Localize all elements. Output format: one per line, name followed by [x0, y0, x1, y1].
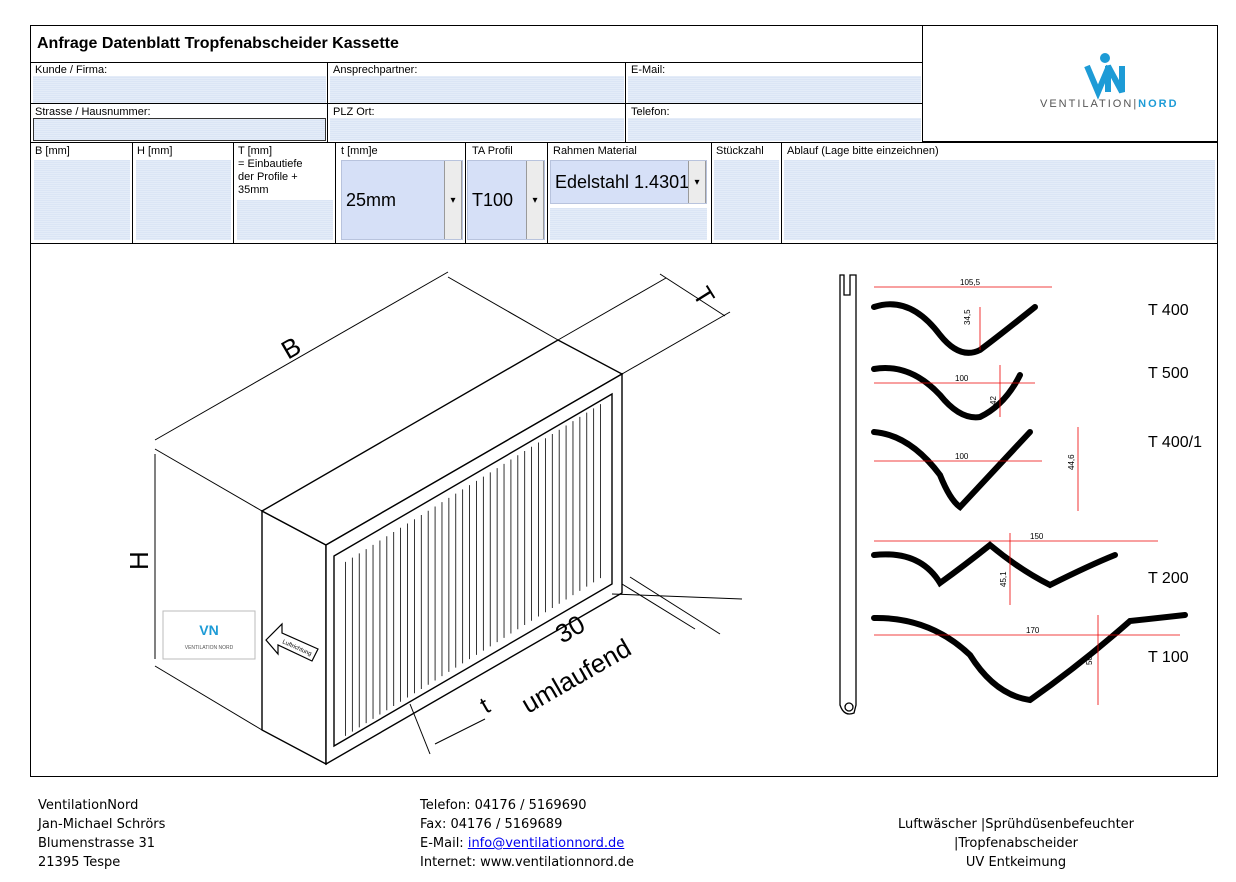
profile-name: T 100: [1148, 649, 1189, 666]
footer-services-line2: UV Entkeimung: [965, 855, 1067, 870]
tmm-select[interactable]: 25mm ▾: [341, 160, 463, 240]
kunde-label: Kunde / Firma:: [35, 64, 108, 76]
kunde-field[interactable]: [33, 76, 326, 103]
logo-mark-icon: [1084, 53, 1125, 100]
plz-field[interactable]: [330, 118, 624, 141]
page-title: Anfrage Datenblatt Tropfenabscheider Kas…: [37, 35, 399, 52]
profile-name: T 400: [1148, 302, 1189, 319]
footer-services: Luftwäscher |Sprühdüsenbefeuchter |Tropf…: [836, 815, 1196, 872]
b-field[interactable]: [34, 160, 130, 240]
cassette-lamellae: [345, 404, 601, 736]
footer-contact: Telefon: 04176 / 5169690 Fax: 04176 / 51…: [420, 796, 634, 872]
footer-fax: Fax: 04176 / 5169689: [420, 817, 563, 832]
ansprech-label: Ansprechpartner:: [333, 64, 418, 76]
footer-company: VentilationNord: [38, 798, 139, 813]
footer-internet: Internet: www.ventilationnord.de: [420, 855, 635, 870]
ansprech-field[interactable]: [330, 76, 624, 103]
profile-shapes: [871, 301, 1188, 704]
company-logo: [1030, 50, 1180, 120]
profile-names: T 400 T 500 T 400/1 T 200 T 100: [1148, 302, 1202, 666]
strasse-field[interactable]: [33, 118, 326, 141]
profile-dim-value: 50: [1085, 656, 1094, 665]
h-field[interactable]: [136, 160, 231, 240]
logo-word-left: VENTILATION: [1040, 98, 1134, 110]
email-field[interactable]: [628, 76, 921, 103]
mini-logo-box: [162, 610, 256, 660]
cassette-outline: [260, 339, 624, 766]
profile-dim-value: 170: [1026, 626, 1040, 635]
dim-h-label: H: [124, 551, 154, 570]
rahmen-select[interactable]: Edelstahl 1.4301 ▾: [550, 160, 707, 204]
dim-b-label: B: [276, 331, 306, 366]
t-field[interactable]: [237, 200, 333, 240]
profile-dim-value: 105,5: [960, 278, 981, 287]
rahmen-field[interactable]: [550, 208, 707, 240]
logo-word-right: NORD: [1138, 98, 1179, 110]
plz-label: PLZ Ort:: [333, 106, 375, 118]
profile-name: T 400/1: [1148, 434, 1202, 451]
profile-dim-lines: [874, 286, 1180, 705]
telefon-label: Telefon:: [631, 106, 670, 118]
mini-logo-text: VENTILATION NORD: [185, 645, 234, 651]
profile-dim-value: 45,1: [999, 571, 1008, 587]
dimension-lines: [154, 271, 743, 755]
footer-phone: Telefon: 04176 / 5169690: [420, 798, 587, 813]
profile-dim-value: 100: [955, 374, 969, 383]
strasse-label: Strasse / Hausnummer:: [35, 106, 151, 118]
ta-select[interactable]: T100 ▾: [467, 160, 545, 240]
stueck-label: Stückzahl: [716, 145, 764, 157]
tmm-dropdown-icon[interactable]: ▾: [444, 161, 462, 239]
footer-email-link[interactable]: info@ventilationnord.de: [467, 836, 625, 851]
ablauf-cell: [781, 142, 1218, 244]
h-label: H [mm]: [137, 145, 173, 157]
footer-email-label: E-Mail:: [420, 836, 468, 851]
ablauf-label: Ablauf (Lage bitte einzeichnen): [787, 145, 939, 157]
dim-umlaufend-label: umlaufend: [516, 633, 636, 720]
profile-name: T 200: [1148, 570, 1189, 587]
dim-t-big-label: T: [687, 281, 721, 310]
telefon-field[interactable]: [628, 118, 921, 141]
rahmen-select-value: Edelstahl 1.4301: [555, 171, 690, 192]
footer-street: Blumenstrasse 31: [38, 836, 156, 851]
profile-dim-value: 150: [1030, 532, 1044, 541]
profile-name: T 500: [1148, 365, 1189, 382]
profile-dim-value: 42: [989, 396, 998, 405]
tmm-label: t [mm]e: [341, 145, 378, 157]
cassette-drawing: Luftrichtung VN VENTILATION NORD B H T t…: [124, 271, 743, 766]
profile-dim-values: 105,5 34,5 100 42 100 44,6 150 45,1 170 50: [955, 278, 1094, 665]
profile-dim-value: 100: [955, 452, 969, 461]
footer-city: 21395 Tespe: [38, 855, 121, 870]
ta-dropdown-icon[interactable]: ▾: [526, 161, 544, 239]
email-label: E-Mail:: [631, 64, 666, 76]
b-label: B [mm]: [35, 145, 70, 157]
logo-wordmark: VENTILATION|NORD: [1040, 98, 1179, 110]
ta-select-value: T100: [472, 189, 514, 210]
profile-dim-value: 44,6: [1067, 454, 1076, 470]
tmm-select-value: 25mm: [346, 189, 397, 210]
profile-dim-value: 34,5: [963, 309, 972, 325]
rahmen-label: Rahmen Material: [553, 145, 637, 157]
footer-address: VentilationNord Jan-Michael Schrörs Blum…: [38, 796, 165, 872]
ta-label: TA Profil: [472, 145, 513, 157]
footer-services-line1: Luftwäscher |Sprühdüsenbefeuchter |Tropf…: [897, 817, 1135, 851]
stueck-field[interactable]: [714, 160, 779, 240]
profile-rail: [839, 274, 857, 715]
dim-t-small-label: t: [476, 692, 496, 719]
mini-logo-mark-icon: VN: [199, 622, 218, 638]
rahmen-dropdown-icon[interactable]: ▾: [688, 161, 706, 203]
t-label: T [mm] = Einbautiefe der Profile + 35mm: [238, 145, 303, 196]
footer-person: Jan-Michael Schrörs: [38, 817, 166, 832]
ablauf-field[interactable]: [784, 160, 1215, 240]
